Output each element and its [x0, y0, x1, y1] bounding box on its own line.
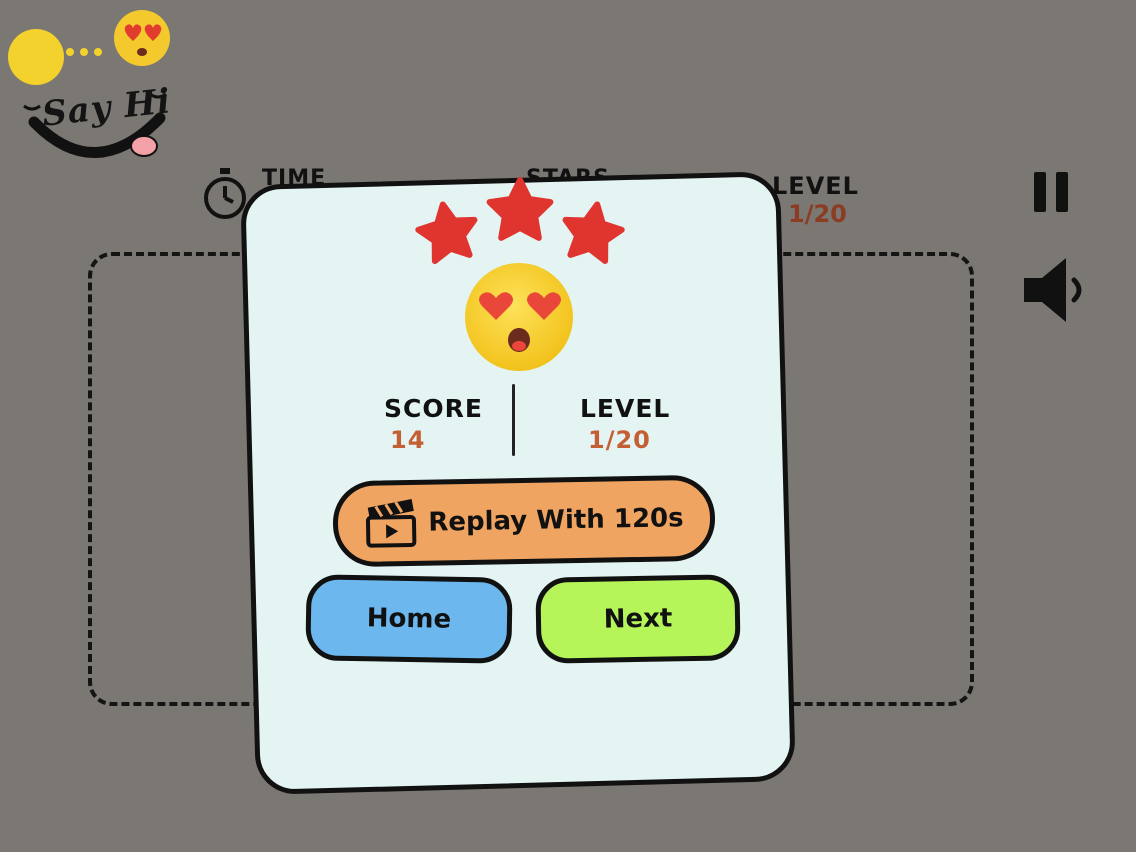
next-button-label: Next: [603, 603, 673, 635]
logo-graphic: [8, 10, 170, 158]
stats-divider: [512, 384, 515, 456]
hud-level-value: 1/20: [788, 200, 847, 228]
level-label: LEVEL: [580, 394, 671, 423]
pause-icon: [1034, 172, 1068, 212]
heart-eyes-emoji-icon: [465, 263, 573, 371]
sound-toggle-button[interactable]: [1022, 256, 1092, 324]
next-button[interactable]: Next: [535, 574, 741, 664]
say-hi-logo: Say Hi: [0, 0, 200, 170]
rating-stars: [415, 177, 625, 264]
replay-button-label: Replay With 120s: [428, 503, 684, 538]
star-icon: [415, 201, 478, 264]
home-button[interactable]: Home: [305, 574, 513, 664]
score-label: SCORE: [384, 394, 483, 423]
replay-with-120s-button[interactable]: Replay With 120s: [332, 474, 716, 568]
score-value: 14: [390, 426, 426, 454]
sound-icon: [1024, 258, 1082, 322]
star-icon: [562, 201, 625, 264]
pause-button[interactable]: [1032, 170, 1072, 214]
hud-level-label: LEVEL: [772, 172, 859, 200]
clapperboard-icon: [366, 498, 417, 548]
level-value: 1/20: [588, 426, 651, 454]
stopwatch-icon: [204, 168, 246, 219]
home-button-label: Home: [366, 603, 452, 635]
star-icon: [486, 177, 554, 241]
